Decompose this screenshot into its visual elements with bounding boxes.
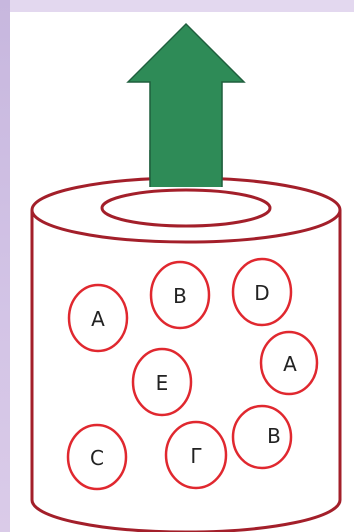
particle-label: E bbox=[156, 371, 169, 395]
arrow-shaft-base bbox=[150, 150, 222, 187]
particle-label: Γ bbox=[190, 444, 202, 468]
particle-label: D bbox=[254, 281, 269, 305]
particle-label: A bbox=[283, 352, 297, 376]
particle-label: A bbox=[91, 307, 105, 331]
particle-label: C bbox=[90, 446, 104, 470]
particle-label: B bbox=[267, 424, 281, 448]
cylinder-inner-hole bbox=[102, 190, 270, 226]
particle-label: B bbox=[173, 284, 187, 308]
